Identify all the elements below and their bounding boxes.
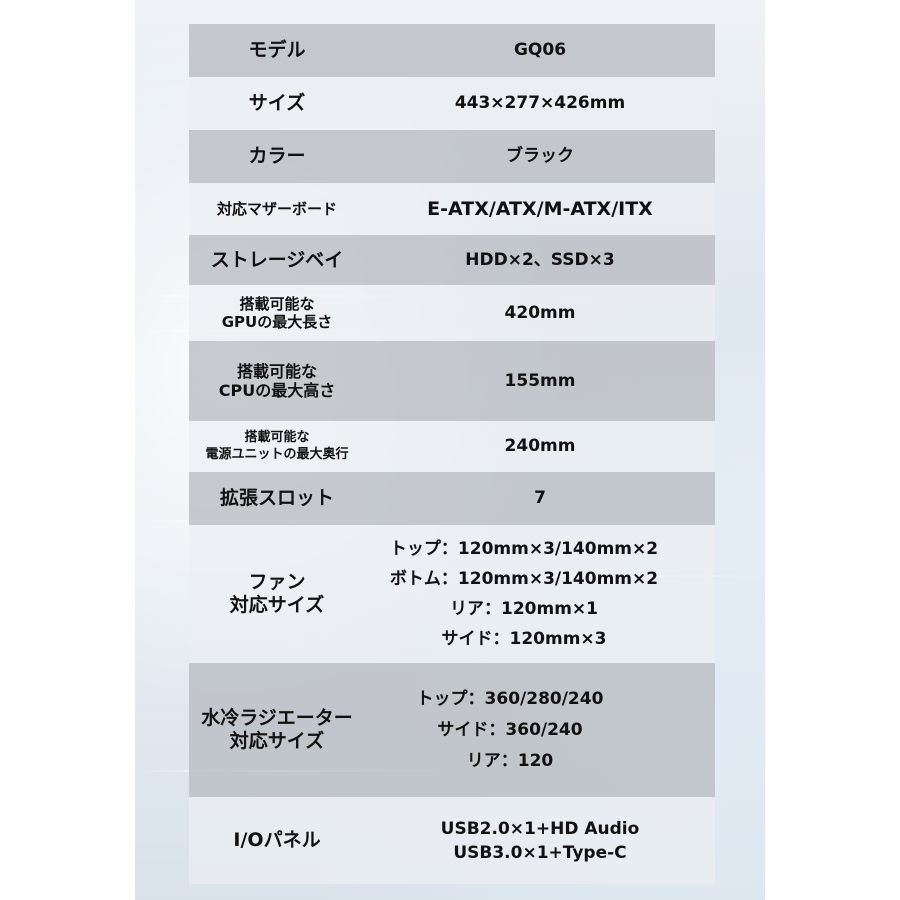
spec-row-cpu: 搭載可能な CPUの最大高さ 155mm [189,341,715,421]
spec-row-fan: ファン 対応サイズ トップ：120mm×3/140mm×2 ボトム：120mm×… [189,525,715,663]
spec-label-line: 対応サイズ [229,594,325,616]
spec-value-line: USB2.0×1+HD Audio [440,818,640,839]
spec-value-line: リア：120mm×1 [450,599,598,619]
spec-value: ブラック [506,146,574,167]
spec-label: 対応マザーボード [216,200,337,218]
spec-label: モデル [248,39,306,62]
spec-label: カラー [248,145,306,168]
spec-value: E-ATX/ATX/M-ATX/ITX [427,197,653,220]
spec-value: 443×277×426mm [454,93,626,114]
spec-label-line: 対応サイズ [229,730,325,752]
spec-row-radiator: 水冷ラジエーター 対応サイズ トップ：360/280/240 サイド：360/2… [189,663,715,797]
spec-value: 7 [534,488,546,509]
spec-value-line: トップ：360/280/240 [416,688,604,709]
spec-table: モデル GQ06 サイズ 443×277×426mm カラー ブラック 対応マザ… [189,24,715,884]
spec-row-gpu: 搭載可能な GPUの最大長さ 420mm [189,285,715,341]
spec-row-size: サイズ 443×277×426mm [189,77,715,130]
spec-value-line: サイド：360/240 [437,719,583,740]
spec-label: 水冷ラジエーター 対応サイズ [189,707,365,753]
spec-value-line: ボトム：120mm×3/140mm×2 [389,569,659,589]
spec-label-line: 搭載可能な [244,429,310,445]
spec-row-color: カラー ブラック [189,130,715,183]
spec-label-line: 電源ユニットの最大奥行 [205,446,349,462]
spec-label-line: CPUの最大高さ [218,381,336,400]
spec-label: 拡張スロット [219,487,334,510]
spec-value: 240mm [504,436,576,457]
spec-label: I/Oパネル [233,829,321,852]
spec-value: 155mm [504,370,576,391]
spec-value: GQ06 [513,40,567,61]
spec-label: サイズ [248,92,306,115]
spec-value-line: リア：120 [466,750,554,771]
spec-label: 搭載可能な 電源ユニットの最大奥行 [189,430,365,464]
spec-label-line: 搭載可能な [239,295,315,313]
spec-value: 420mm [504,302,576,323]
spec-value-line: USB3.0×1+Type-C [453,842,627,863]
spec-row-storage: ストレージベイ HDD×2、SSD×3 [189,235,715,285]
spec-value-line: サイド：120mm×3 [441,629,607,649]
spec-row-io: I/Oパネル USB2.0×1+HD Audio USB3.0×1+Type-C [189,797,715,884]
spec-row-model: モデル GQ06 [189,24,715,77]
spec-row-slots: 拡張スロット 7 [189,472,715,525]
spec-value: トップ：360/280/240 サイド：360/240 リア：120 [365,684,715,777]
spec-row-psu: 搭載可能な 電源ユニットの最大奥行 240mm [189,421,715,472]
spec-value-line: トップ：120mm×3/140mm×2 [389,539,659,559]
spec-value: HDD×2、SSD×3 [465,249,615,270]
spec-label: 搭載可能な GPUの最大長さ [189,295,365,331]
spec-row-motherboard: 対応マザーボード E-ATX/ATX/M-ATX/ITX [189,183,715,235]
spec-value: USB2.0×1+HD Audio USB3.0×1+Type-C [365,817,715,865]
spec-label-line: ファン [248,571,306,594]
spec-label-line: 搭載可能な [236,361,317,381]
spec-label-line: 水冷ラジエーター [201,707,353,730]
spec-label: ファン 対応サイズ [189,571,365,617]
spec-label-line: GPUの最大長さ [221,313,333,331]
spec-label: ストレージベイ [210,248,344,271]
spec-label: 搭載可能な CPUの最大高さ [189,362,365,400]
spec-value: トップ：120mm×3/140mm×2 ボトム：120mm×3/140mm×2 … [365,534,715,654]
